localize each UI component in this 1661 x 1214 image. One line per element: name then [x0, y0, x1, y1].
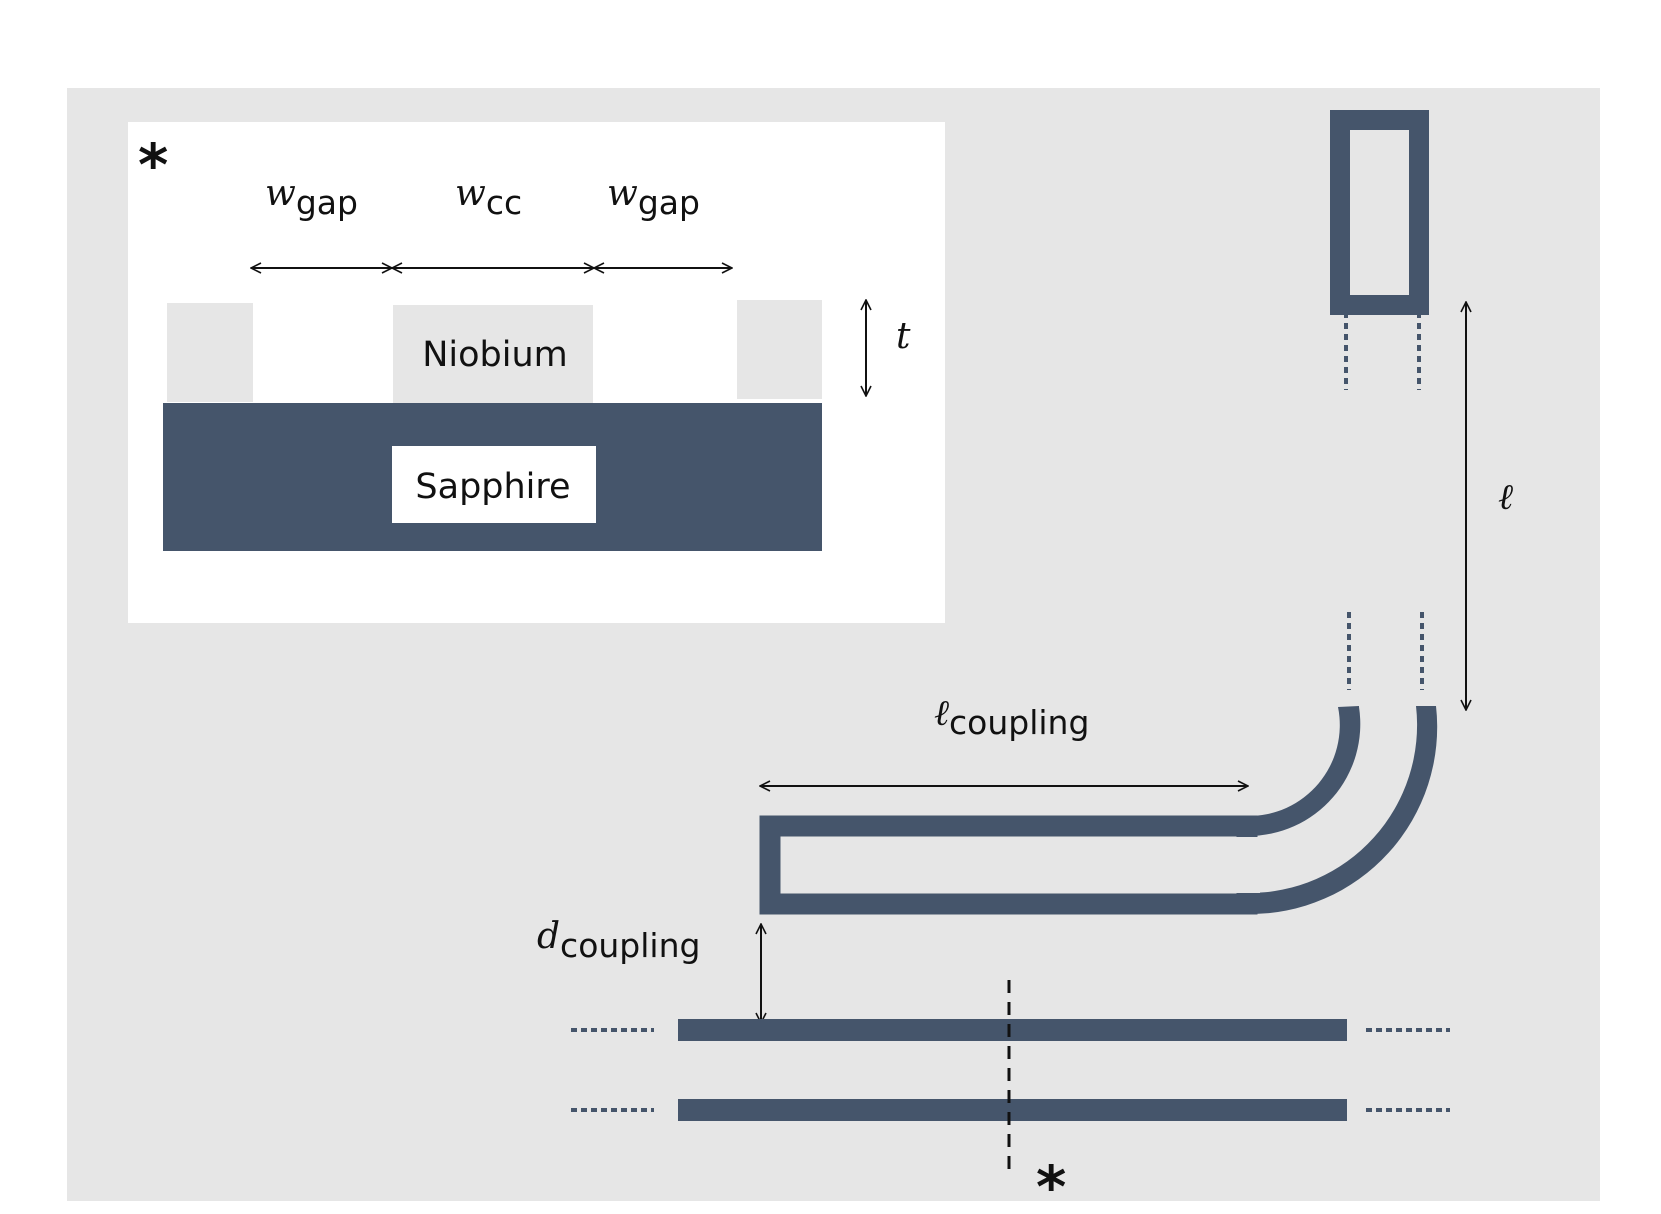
ground-plane-right-block	[737, 300, 822, 399]
cut-marker-star: *	[1036, 1153, 1066, 1214]
w-cc-label: wcc	[455, 173, 522, 222]
sapphire-label: Sapphire	[415, 467, 570, 507]
feedline-bottom-conductor	[678, 1099, 1347, 1121]
thickness-label: t	[896, 316, 911, 357]
niobium-label: Niobium	[422, 335, 568, 375]
coupling-section-right-opening	[1236, 837, 1260, 893]
resonator: ℓ ℓcoupling dcoupling	[537, 110, 1513, 1023]
feedline-top-conductor	[678, 1019, 1347, 1041]
resonator-open-end	[1330, 110, 1429, 315]
resonator-bend-outer	[1247, 706, 1438, 915]
feedline-continuation-dots	[571, 1028, 1450, 1112]
w-gap-left-label: wgap	[265, 173, 358, 222]
center-conductor-block	[393, 305, 593, 403]
sapphire-label-box	[392, 446, 596, 523]
ground-plane-left-block	[167, 303, 253, 402]
inset-marker-star: *	[138, 131, 168, 199]
w-gap-right-label: wgap	[607, 173, 700, 222]
coupling-distance-label: dcoupling	[537, 916, 700, 965]
cross-section-inset: * wgap wcc wgap Niobium t Sapphire	[128, 122, 945, 623]
feedline: *	[571, 980, 1450, 1214]
resonator-continuation-dots	[1344, 312, 1424, 690]
coupling-length-label: ℓcoupling	[934, 693, 1089, 742]
resonator-bend-inner	[1247, 706, 1361, 837]
length-label: ℓ	[1498, 477, 1513, 518]
